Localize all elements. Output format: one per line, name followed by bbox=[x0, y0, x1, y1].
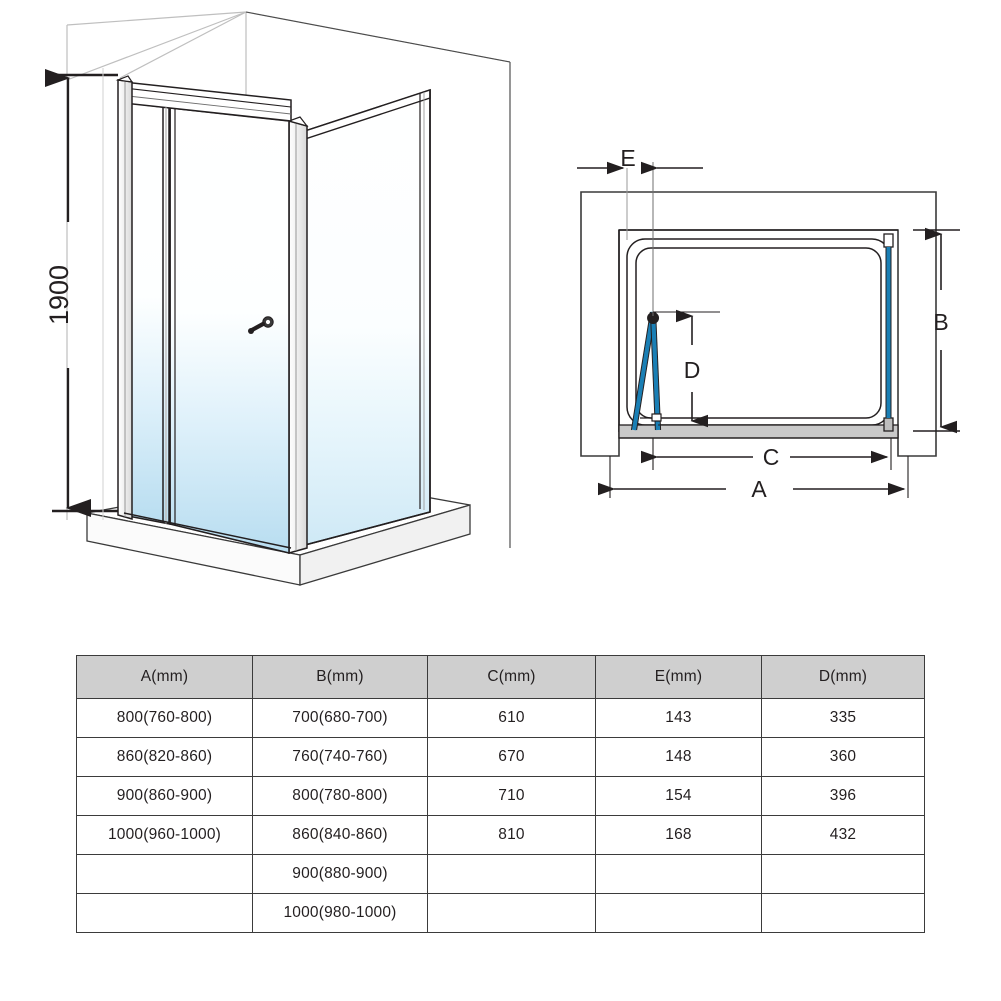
cell-e bbox=[595, 854, 762, 894]
cell-e bbox=[595, 893, 762, 933]
table-header-d: D(mm) bbox=[761, 655, 925, 699]
plan-enclosure-frame bbox=[618, 229, 898, 432]
table-header-e: E(mm) bbox=[595, 655, 762, 699]
cell-d bbox=[761, 893, 925, 933]
plan-dimension-E-label: E bbox=[620, 145, 635, 171]
cell-b: 800(780-800) bbox=[252, 776, 428, 816]
cell-a bbox=[76, 893, 253, 933]
table-header-a: A(mm) bbox=[76, 655, 253, 699]
plan-fixed-glass-panel bbox=[883, 233, 894, 432]
cell-b: 700(680-700) bbox=[252, 698, 428, 738]
table-row: 1000(960-1000) 860(840-860) 810 168 432 bbox=[76, 815, 925, 855]
size-specification-table-wrapper: A(mm) B(mm) C(mm) E(mm) D(mm) 800(760-80… bbox=[76, 655, 925, 933]
door-bottom-rail bbox=[123, 512, 292, 549]
plan-tray-strip bbox=[618, 424, 899, 439]
door-handle bbox=[248, 316, 274, 334]
cell-e: 168 bbox=[595, 815, 762, 855]
cell-b: 1000(980-1000) bbox=[252, 893, 428, 933]
plan-dimension-A: A bbox=[598, 456, 909, 502]
cell-a bbox=[76, 854, 253, 894]
plan-dimension-E: E bbox=[577, 145, 703, 316]
cell-a: 800(760-800) bbox=[76, 698, 253, 738]
corner-post bbox=[287, 116, 309, 554]
height-dimension-1900: 1900 bbox=[44, 68, 118, 520]
height-dimension-label: 1900 bbox=[44, 265, 74, 325]
table-header-c: C(mm) bbox=[427, 655, 596, 699]
plan-dimension-B-label: B bbox=[933, 309, 948, 335]
cell-c: 810 bbox=[427, 815, 596, 855]
cell-d: 360 bbox=[761, 737, 925, 777]
door-centre-mullion bbox=[162, 107, 176, 525]
shower-enclosure-perspective: 1900 bbox=[44, 11, 511, 586]
cell-d: 432 bbox=[761, 815, 925, 855]
table-header-row: A(mm) B(mm) C(mm) E(mm) D(mm) bbox=[76, 655, 925, 699]
cell-c: 670 bbox=[427, 737, 596, 777]
plan-dimension-D: D bbox=[653, 309, 720, 428]
cell-b: 900(880-900) bbox=[252, 854, 428, 894]
cell-d: 335 bbox=[761, 698, 925, 738]
cell-c bbox=[427, 893, 596, 933]
cell-a: 900(860-900) bbox=[76, 776, 253, 816]
drawing-area: 1900 bbox=[44, 11, 960, 586]
door-left-jamb bbox=[115, 75, 134, 520]
cell-d: 396 bbox=[761, 776, 925, 816]
fixed-side-glass-panel bbox=[304, 88, 431, 547]
bifold-door-right-glass bbox=[169, 107, 290, 555]
table-row: 800(760-800) 700(680-700) 610 143 335 bbox=[76, 698, 925, 738]
table-row: 900(880-900) bbox=[76, 854, 925, 894]
plan-bifold-door bbox=[630, 311, 662, 431]
table-header-b: B(mm) bbox=[252, 655, 428, 699]
wall-outline-dark bbox=[245, 11, 511, 548]
cell-c: 710 bbox=[427, 776, 596, 816]
cell-d bbox=[761, 854, 925, 894]
cell-b: 860(840-860) bbox=[252, 815, 428, 855]
plan-dimension-A-label: A bbox=[751, 476, 767, 502]
table-row: 1000(980-1000) bbox=[76, 893, 925, 933]
plan-dimension-D-label: D bbox=[684, 357, 701, 383]
size-specification-table: A(mm) B(mm) C(mm) E(mm) D(mm) 800(760-80… bbox=[76, 655, 925, 933]
cell-e: 154 bbox=[595, 776, 762, 816]
shower-enclosure-plan: E D B bbox=[577, 145, 960, 502]
cell-b: 760(740-760) bbox=[252, 737, 428, 777]
plan-dimension-C-label: C bbox=[763, 444, 780, 470]
plan-dimension-C: C bbox=[641, 438, 892, 470]
cell-a: 860(820-860) bbox=[76, 737, 253, 777]
table-row: 900(860-900) 800(780-800) 710 154 396 bbox=[76, 776, 925, 816]
plan-dimension-B: B bbox=[913, 227, 960, 434]
cell-e: 143 bbox=[595, 698, 762, 738]
cell-c: 610 bbox=[427, 698, 596, 738]
cell-a: 1000(960-1000) bbox=[76, 815, 253, 855]
cell-e: 148 bbox=[595, 737, 762, 777]
cell-c bbox=[427, 854, 596, 894]
table-row: 860(820-860) 760(740-760) 670 148 360 bbox=[76, 737, 925, 777]
